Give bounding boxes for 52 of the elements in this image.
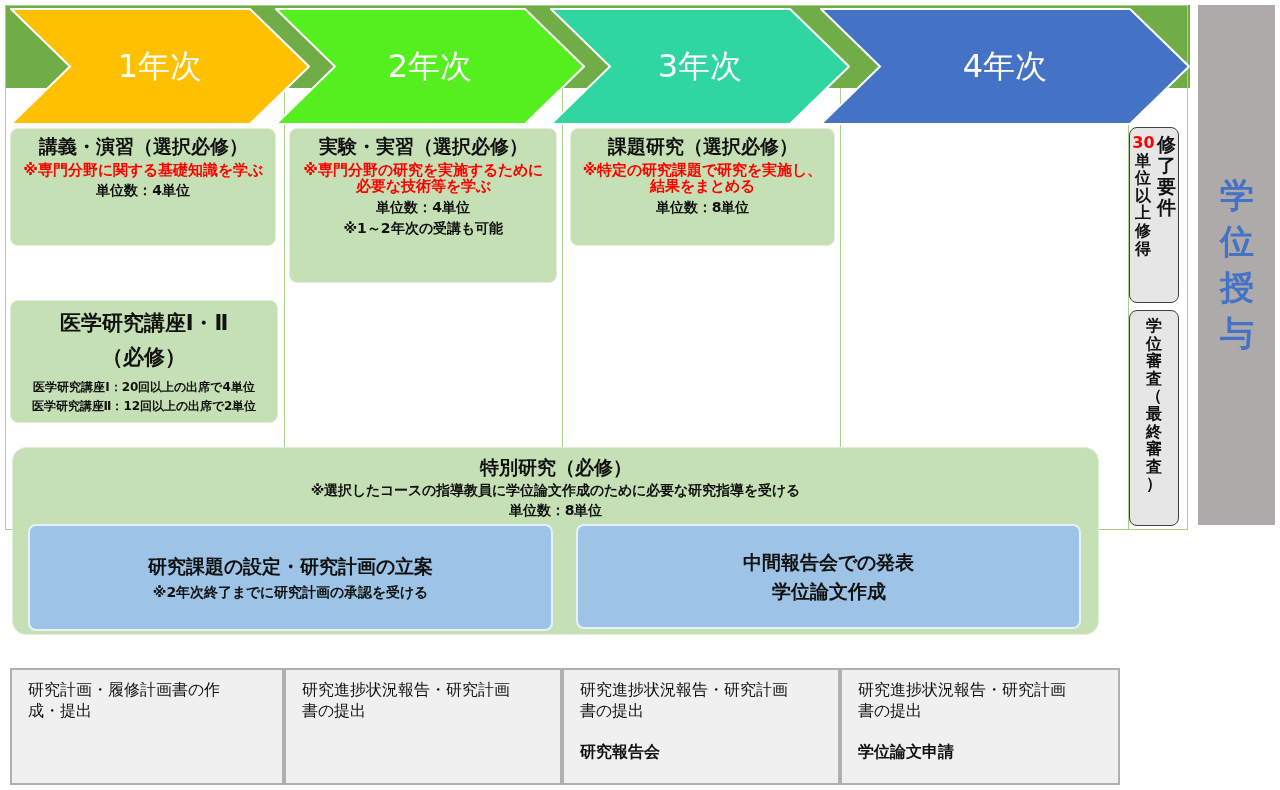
schedule-cell [840, 668, 1120, 785]
body-text: ※2年次終了までに研究計画の承認を受ける [152, 583, 429, 601]
heading: 課題研究（選択必修） [607, 135, 798, 158]
year-banner [820, 8, 1190, 125]
degree-label: 学位授与 [1219, 174, 1254, 355]
heading: 講義・演習（選択必修） [38, 135, 248, 158]
note-text: ※専門分野に関する基礎知識を学ぶ [23, 161, 263, 179]
year-banner [550, 8, 850, 125]
note-text: ※特定の研究課題で研究を実施し、結果をまとめる [581, 161, 824, 195]
body-text: 単位数：4単位 [376, 198, 470, 216]
heading: 特別研究（必修） [479, 456, 632, 479]
year-label: 3年次 [657, 45, 743, 87]
course-box [10, 128, 276, 246]
schedule-cell [562, 668, 840, 785]
heading: 医学研究講座Ⅰ・Ⅱ（必修） [58, 310, 230, 371]
year-label: 1年次 [117, 45, 203, 87]
task-text: 研究計画・履修計画書の作成・提出 [28, 680, 221, 722]
body-text: 単位数：8単位 [508, 501, 603, 519]
degree-column [1198, 5, 1275, 525]
year-banner [10, 8, 310, 125]
task-text: 研究進捗状況報告・研究計画書の提出 [302, 680, 510, 722]
course-box [10, 300, 278, 423]
requirement-box [1129, 310, 1179, 526]
task-box [28, 524, 553, 631]
requirement-text: 30単位以上修得 [1132, 134, 1155, 258]
event-text: 研究報告会 [580, 741, 660, 761]
heading: 研究課題の設定・研究計画の立案 [148, 554, 433, 578]
note-text: 医学研究講座Ⅰ：20回以上の出席で4単位 [33, 380, 255, 395]
course-box [570, 128, 835, 246]
note-text: 医学研究講座Ⅱ：12回以上の出席で2単位 [31, 398, 257, 413]
task-box [576, 524, 1081, 629]
schedule-cell [10, 668, 284, 785]
heading: 中間報告会での発表 [743, 550, 914, 574]
schedule-cell [284, 668, 562, 785]
task-text: 研究進捗状況報告・研究計画書の提出 [858, 680, 1067, 722]
event-text: 学位論文申請 [858, 741, 954, 761]
requirement-text: 学位審査（最終審査） [1146, 317, 1162, 493]
year-label: 2年次 [387, 45, 473, 87]
year-label: 4年次 [962, 45, 1048, 87]
body-text: ※1～2年次の受講も可能 [343, 219, 503, 237]
course-panel [12, 447, 1099, 635]
body-text: 単位数：8単位 [655, 198, 750, 216]
course-box [289, 128, 557, 283]
year-banner [275, 8, 585, 125]
body-text: ※選択したコースの指導教員に学位論文作成のために必要な研究指導を受ける [310, 481, 801, 499]
requirement-heading: 修了要件 [1156, 134, 1176, 218]
note-text: ※専門分野の研究を実施するために必要な技術等を学ぶ [302, 161, 544, 195]
heading: 学位論文作成 [771, 579, 886, 603]
body-text: 単位数：4単位 [96, 182, 190, 200]
heading: 実験・実習（選択必修） [318, 135, 528, 158]
requirement-box [1129, 127, 1179, 303]
task-text: 研究進捗状況報告・研究計画書の提出 [580, 680, 788, 722]
